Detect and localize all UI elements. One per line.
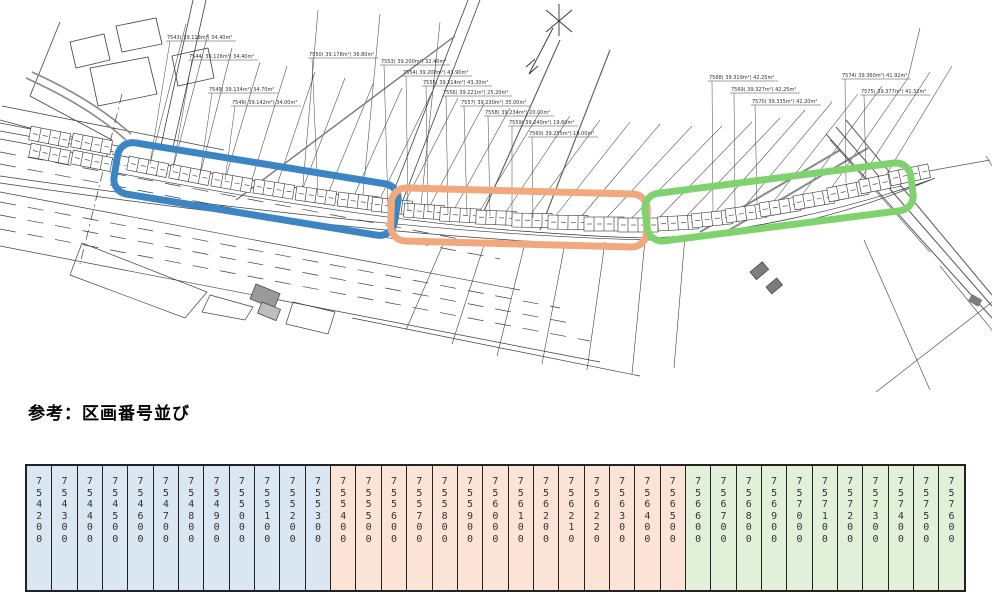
parcel-label: 7570( 39.335m²) 42.20m²	[752, 99, 817, 105]
north-arrow-icon	[525, 4, 573, 75]
highlight-box-green	[641, 159, 917, 245]
parcel-label: 7554( 39.208m²) 43.90m²	[403, 70, 468, 76]
parcel-label: 7550( 39.178m²) 36.80m²	[309, 52, 374, 58]
parcel-label: 7557( 39.230m²) 35.00m²	[461, 100, 526, 106]
parcel-label: 7558( 39.234m²) 20.00m²	[485, 110, 550, 116]
parcel-label: 7555( 39.214m²) 43.30m²	[423, 80, 488, 86]
label-leader-lines	[149, 40, 930, 219]
site-plan-drawing: 7543( 39.118m²) 34.40m² 7544( 39.126m²) …	[0, 0, 992, 393]
parcel-label: 7568( 39.319m²) 42.25m²	[709, 75, 774, 81]
page-title: 参考：区画番号並び	[28, 404, 190, 423]
parcel-label: 7545( 39.134m²) 34.70m²	[209, 87, 274, 93]
parcel-label: 7569( 39.327m²) 42.25m²	[731, 87, 796, 93]
crossing-road-right	[825, 119, 992, 393]
parcel-label: 7559( 39.240m²) 19.60m²	[509, 120, 574, 126]
parcel-label: 7574( 39.360m²) 41.92m²	[842, 73, 907, 79]
parcel-boundary-lines	[149, 9, 953, 226]
parcel-label: 7546( 39.142m²) 34.00m²	[232, 100, 297, 106]
parcel-labels: 7543( 39.118m²) 34.40m² 7544( 39.126m²) …	[167, 35, 926, 137]
lower-parcels	[69, 235, 784, 377]
parcel-label: 7560( 39.255m²) 19.00m²	[529, 131, 594, 137]
parcel-strip	[28, 125, 931, 239]
road-lines	[0, 93, 936, 363]
parcel-label: 7556( 39.221m²) 25.20m²	[443, 90, 508, 96]
parcel-label: 7544( 39.126m²) 34.40m²	[189, 54, 254, 60]
highlight-box-blue	[110, 139, 402, 239]
parcel-label: 7553( 39.200m²) 32.40m²	[381, 59, 446, 65]
parcel-label: 7575( 39.377m²) 41.32m²	[861, 89, 926, 95]
parcel-label: 7543( 39.118m²) 34.40m²	[167, 35, 232, 41]
